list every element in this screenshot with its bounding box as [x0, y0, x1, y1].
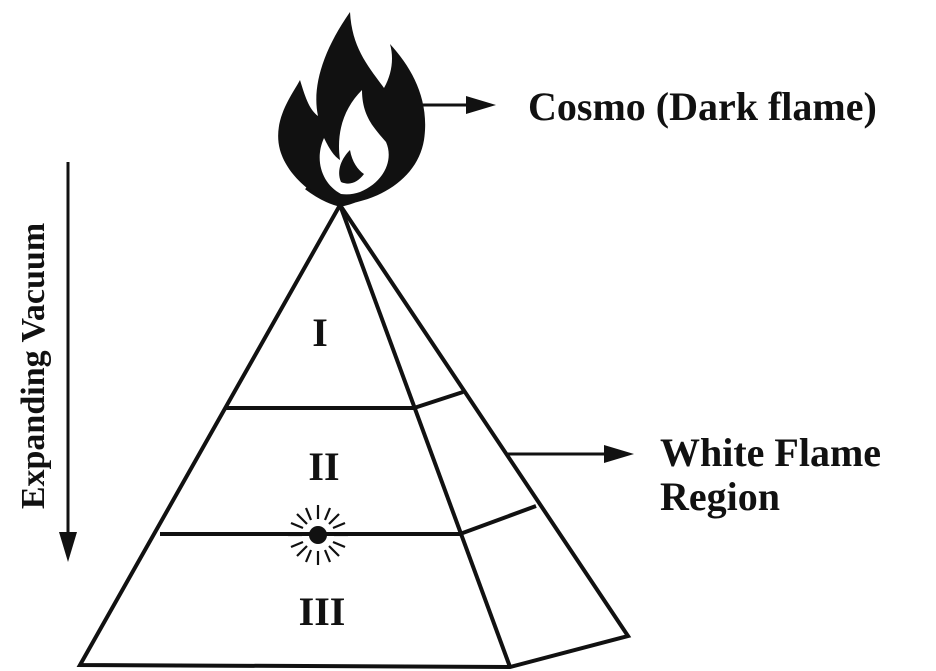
side-band-line-bottom [459, 504, 537, 536]
bright-point-icon [288, 505, 348, 565]
white-flame-label-line2: Region [660, 474, 780, 519]
region-label-i: I [312, 310, 328, 355]
white-flame-arrow [506, 445, 634, 463]
pyramid-outline [76, 203, 632, 670]
dark-flame-icon [278, 12, 426, 207]
region-label-ii: II [308, 444, 339, 489]
side-band-line-top [413, 390, 464, 410]
white-flame-label-line1: White Flame [660, 430, 881, 475]
cosmo-label: Cosmo (Dark flame) [528, 84, 877, 129]
pyramid-edge [338, 204, 512, 668]
expanding-vacuum-arrow [59, 162, 77, 562]
pyramid [76, 203, 632, 670]
expanding-vacuum-label: Expanding Vacuum [15, 223, 52, 509]
region-label-iii: III [299, 589, 346, 634]
cosmo-arrow [404, 96, 496, 114]
